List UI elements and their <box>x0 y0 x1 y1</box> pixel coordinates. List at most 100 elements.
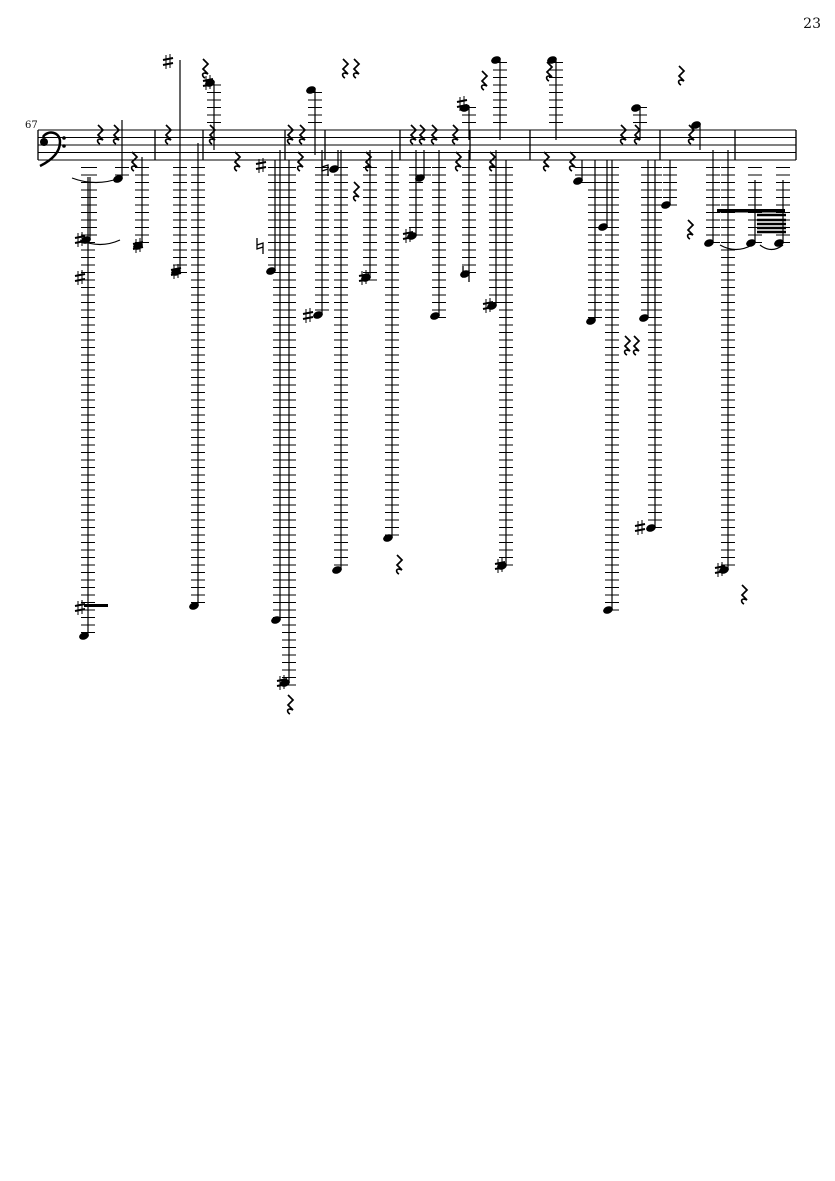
measure-number: 67 <box>25 120 38 131</box>
sharp-icon <box>202 75 214 90</box>
sharp-icon <box>358 270 370 285</box>
notehead <box>631 104 641 112</box>
sharp-stroke <box>170 267 182 271</box>
sharp-icon <box>714 562 726 577</box>
notehead <box>79 632 89 640</box>
notehead <box>746 239 756 247</box>
sharp-icon <box>456 96 468 111</box>
quarter-rest-icon <box>395 554 404 575</box>
sharp-stroke <box>74 278 86 282</box>
notehead <box>415 174 425 182</box>
beam <box>84 604 108 607</box>
rests <box>96 58 749 715</box>
note-stems <box>87 60 784 683</box>
quarter-rest-icon <box>430 124 439 145</box>
notehead <box>704 239 714 247</box>
sharp-icon <box>402 228 414 243</box>
sharp-stroke <box>74 603 86 607</box>
sharp-stroke <box>302 311 314 315</box>
notehead <box>586 317 596 325</box>
notehead <box>266 267 276 275</box>
sharp-icon <box>482 298 494 313</box>
notehead <box>646 524 656 532</box>
tie <box>71 177 121 184</box>
sharp-icon <box>255 158 267 173</box>
quarter-rest-icon <box>298 124 307 145</box>
quarter-rest-icon <box>488 151 497 172</box>
sharp-stroke <box>714 570 726 574</box>
quarter-rest-icon <box>130 151 139 172</box>
quarter-rest-icon <box>740 584 749 605</box>
notehead <box>573 177 583 185</box>
sharp-icon <box>74 270 86 285</box>
sharp-stroke <box>162 62 174 66</box>
sharp-icon <box>276 675 288 690</box>
quarter-rest-icon <box>164 124 173 145</box>
beams <box>84 209 786 607</box>
notehead <box>189 602 199 610</box>
quarter-rest-icon <box>112 124 121 145</box>
sharp-stroke <box>402 231 414 235</box>
sharp-stroke <box>358 273 370 277</box>
ties <box>71 177 784 251</box>
quarter-rest-icon <box>286 694 295 715</box>
natural-icon <box>462 266 470 282</box>
quarter-rest-icon <box>632 335 641 356</box>
notehead <box>329 165 339 173</box>
quarter-rest-icon <box>633 124 642 145</box>
quarter-rest-icon <box>201 58 210 79</box>
quarter-rest-icon <box>409 124 418 145</box>
sharp-stroke <box>302 316 314 320</box>
quarter-rest-icon <box>619 124 628 145</box>
notehead <box>547 56 557 64</box>
sharp-icon <box>132 238 144 253</box>
quarter-rest-icon <box>568 151 577 172</box>
notehead <box>603 606 613 614</box>
quarter-rest-icon <box>545 61 554 82</box>
sharp-stroke <box>358 278 370 282</box>
sharp-icon <box>302 308 314 323</box>
sharp-icon <box>634 520 646 535</box>
notehead <box>383 534 393 542</box>
sharp-stroke <box>74 273 86 277</box>
notehead <box>271 616 281 624</box>
sharp-stroke <box>276 683 288 687</box>
quarter-rest-icon <box>480 70 489 91</box>
tie <box>719 244 753 251</box>
quarter-rest-icon <box>623 335 632 356</box>
sharp-stroke <box>456 104 468 108</box>
page-number: 23 <box>803 16 821 32</box>
sharp-stroke <box>402 236 414 240</box>
sharp-stroke <box>482 306 494 310</box>
quarter-rest-icon <box>208 124 217 145</box>
tie <box>759 244 784 251</box>
notehead <box>661 201 671 209</box>
sharp-stroke <box>634 528 646 532</box>
sharp-stroke <box>132 241 144 245</box>
sharp-stroke <box>74 608 86 612</box>
barlines <box>37 130 797 160</box>
accidentals <box>74 54 726 690</box>
quarter-rest-icon <box>341 58 350 79</box>
quarter-rest-icon <box>687 124 696 145</box>
tie <box>79 239 121 246</box>
notehead <box>598 223 608 231</box>
ledger-lines <box>81 62 790 686</box>
quarter-rest-icon <box>233 151 242 172</box>
sharp-icon <box>494 558 506 573</box>
quarter-rest-icon <box>96 124 105 145</box>
sharp-stroke <box>494 561 506 565</box>
sharp-stroke <box>202 83 214 87</box>
quarter-rest-icon <box>418 124 427 145</box>
sharp-icon <box>74 600 86 615</box>
notehead <box>639 314 649 322</box>
beam <box>717 209 785 213</box>
sharp-stroke <box>494 566 506 570</box>
sharp-stroke <box>132 246 144 250</box>
sharp-stroke <box>482 301 494 305</box>
bass-clef-icon <box>39 131 66 168</box>
sharp-stroke <box>255 166 267 170</box>
notehead <box>691 121 701 129</box>
quarter-rest-icon <box>352 181 361 202</box>
